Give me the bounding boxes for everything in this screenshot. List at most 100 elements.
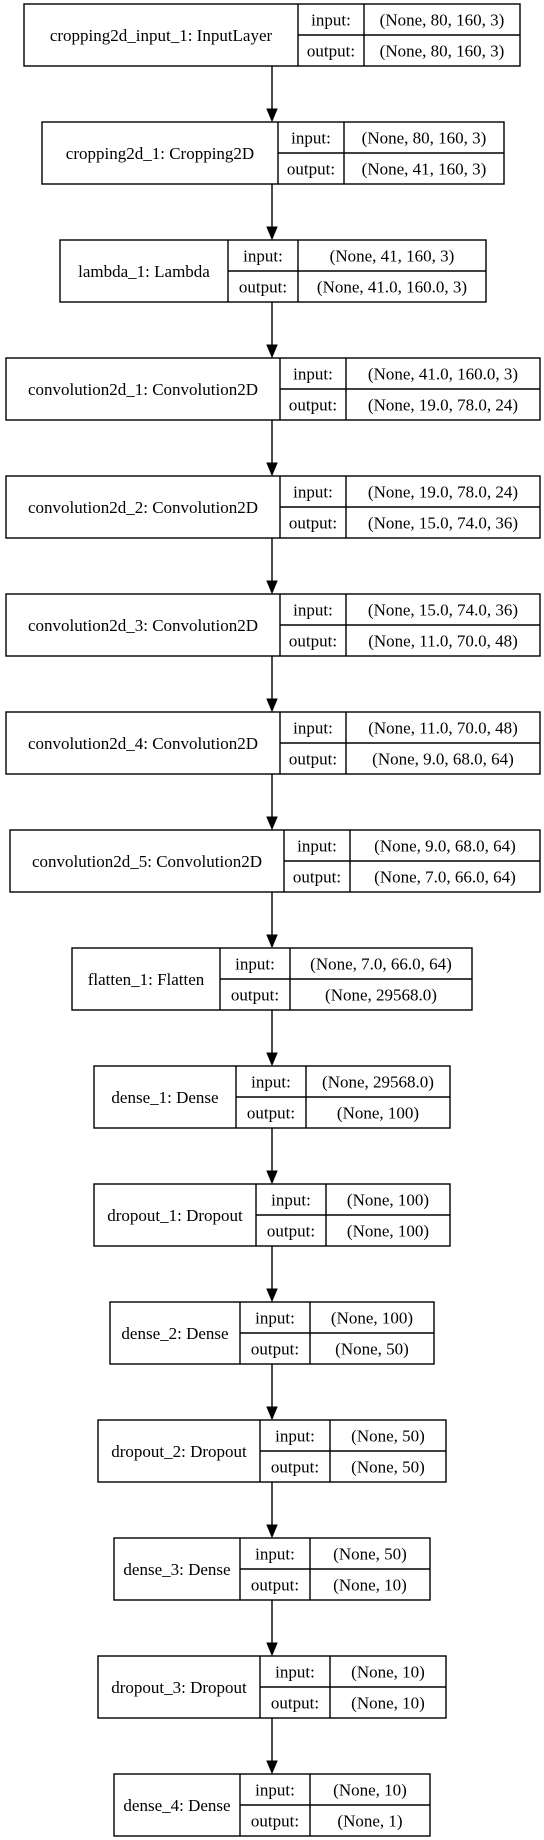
output-label: output: (289, 514, 337, 533)
output-label: output: (289, 396, 337, 415)
output-shape: (None, 50) (335, 1340, 409, 1359)
layer-name: dense_2: Dense (121, 1324, 228, 1343)
layer-node: cropping2d_input_1: InputLayerinput:outp… (23, 3, 521, 67)
output-label: output: (251, 1576, 299, 1595)
input-label: input: (251, 1073, 291, 1092)
input-shape: (None, 100) (347, 1191, 429, 1210)
layer-name: lambda_1: Lambda (78, 262, 210, 281)
flow-arrow (266, 656, 278, 713)
input-shape: (None, 11.0, 70.0, 48) (368, 719, 518, 738)
flow-arrow (266, 1364, 278, 1421)
input-label: input: (293, 601, 333, 620)
output-label: output: (251, 1812, 299, 1831)
flow-arrow (266, 892, 278, 949)
input-shape: (None, 100) (331, 1309, 413, 1328)
input-label: input: (293, 365, 333, 384)
input-shape: (None, 41, 160, 3) (330, 247, 455, 266)
arrow-head (266, 1170, 278, 1185)
flow-arrow (266, 1482, 278, 1539)
output-shape: (None, 41.0, 160.0, 3) (317, 278, 467, 297)
layer-name: dense_3: Dense (123, 1560, 230, 1579)
output-label: output: (231, 986, 279, 1005)
layer-name: dense_4: Dense (123, 1796, 230, 1815)
arrow-head (266, 108, 278, 123)
input-label: input: (291, 129, 331, 148)
arrow-head (266, 344, 278, 359)
layer-name: dropout_2: Dropout (111, 1442, 247, 1461)
flow-arrow (266, 538, 278, 595)
layer-name: convolution2d_5: Convolution2D (32, 852, 262, 871)
input-shape: (None, 29568.0) (322, 1073, 434, 1092)
input-label: input: (243, 247, 283, 266)
layer-name: cropping2d_input_1: InputLayer (50, 26, 273, 45)
input-label: input: (271, 1191, 311, 1210)
input-shape: (None, 41.0, 160.0, 3) (368, 365, 518, 384)
arrow-head (266, 1642, 278, 1657)
flow-arrow (266, 184, 278, 241)
input-shape: (None, 80, 160, 3) (362, 129, 487, 148)
layer-node: convolution2d_3: Convolution2D input: outp… (5, 593, 541, 657)
input-label: input: (293, 719, 333, 738)
output-label: output: (307, 42, 355, 61)
input-shape: (None, 15.0, 74.0, 36) (368, 601, 518, 620)
arrow-head (266, 1406, 278, 1421)
input-shape: (None, 19.0, 78.0, 24) (368, 483, 518, 502)
output-label: output: (293, 868, 341, 887)
flow-arrow (266, 1600, 278, 1657)
output-label: output: (271, 1458, 319, 1477)
output-shape: (None, 80, 160, 3) (380, 42, 505, 61)
input-shape: (None, 50) (333, 1545, 407, 1564)
output-shape: (None, 11.0, 70.0, 48) (368, 632, 518, 651)
layer-name: convolution2d_1: Convolution2D (28, 380, 258, 399)
flow-arrow (266, 1246, 278, 1303)
input-shape: (None, 80, 160, 3) (380, 11, 505, 30)
arrow-head (266, 1524, 278, 1539)
flow-arrow (266, 1718, 278, 1775)
output-label: output: (289, 750, 337, 769)
output-shape: (None, 29568.0) (325, 986, 437, 1005)
output-shape: (None, 9.0, 68.0, 64) (372, 750, 514, 769)
input-shape: (None, 9.0, 68.0, 64) (374, 837, 516, 856)
layer-node: convolution2d_5: Convolution2Dinput:outp… (9, 829, 541, 893)
output-label: output: (239, 278, 287, 297)
input-label: input: (255, 1781, 295, 1800)
layer-node: dense_4: Dense input: output: (None, 10) (No… (113, 1773, 431, 1837)
layer-node: lambda_1: Lambda input: output: (None, 41, … (59, 239, 487, 303)
flow-arrow (266, 1128, 278, 1185)
output-label: output: (247, 1104, 295, 1123)
output-shape: (None, 7.0, 66.0, 64) (374, 868, 516, 887)
output-shape: (None, 100) (337, 1104, 419, 1123)
output-shape: (None, 41, 160, 3) (362, 160, 487, 179)
layer-name: convolution2d_4: Convolution2D (28, 734, 258, 753)
layer-node: convolution2d_2: Convolution2Dinput:outp… (5, 475, 541, 539)
arrow-head (266, 462, 278, 477)
flow-arrow (266, 774, 278, 831)
input-shape: (None, 7.0, 66.0, 64) (310, 955, 452, 974)
output-shape: (None, 1) (337, 1812, 402, 1831)
output-label: output: (287, 160, 335, 179)
output-label: output: (289, 632, 337, 651)
flow-arrow (266, 1010, 278, 1067)
layer-name: dense_1: Dense (111, 1088, 218, 1107)
input-shape: (None, 10) (333, 1781, 407, 1800)
input-label: input: (255, 1545, 295, 1564)
layer-node: cropping2d_1: Cropping2Dinput:output:(No… (41, 121, 505, 185)
layer-name: convolution2d_3: Convolution2D (28, 616, 258, 635)
layer-name: convolution2d_2: Convolution2D (28, 498, 258, 517)
layer-name: dropout_1: Dropout (107, 1206, 243, 1225)
input-label: input: (235, 955, 275, 974)
arrow-head (266, 1760, 278, 1775)
arrow-head (266, 934, 278, 949)
output-shape: (None, 100) (347, 1222, 429, 1241)
input-label: input: (275, 1427, 315, 1446)
layer-name: dropout_3: Dropout (111, 1678, 247, 1697)
layer-box (5, 475, 541, 539)
input-label: input: (255, 1309, 295, 1328)
layer-node: convolution2d_4: Convolution2D input: outp… (5, 711, 541, 775)
layer-node: dense_3: Dense input: output: (None, 50) (No… (113, 1537, 431, 1601)
output-shape: (None, 10) (333, 1576, 407, 1595)
